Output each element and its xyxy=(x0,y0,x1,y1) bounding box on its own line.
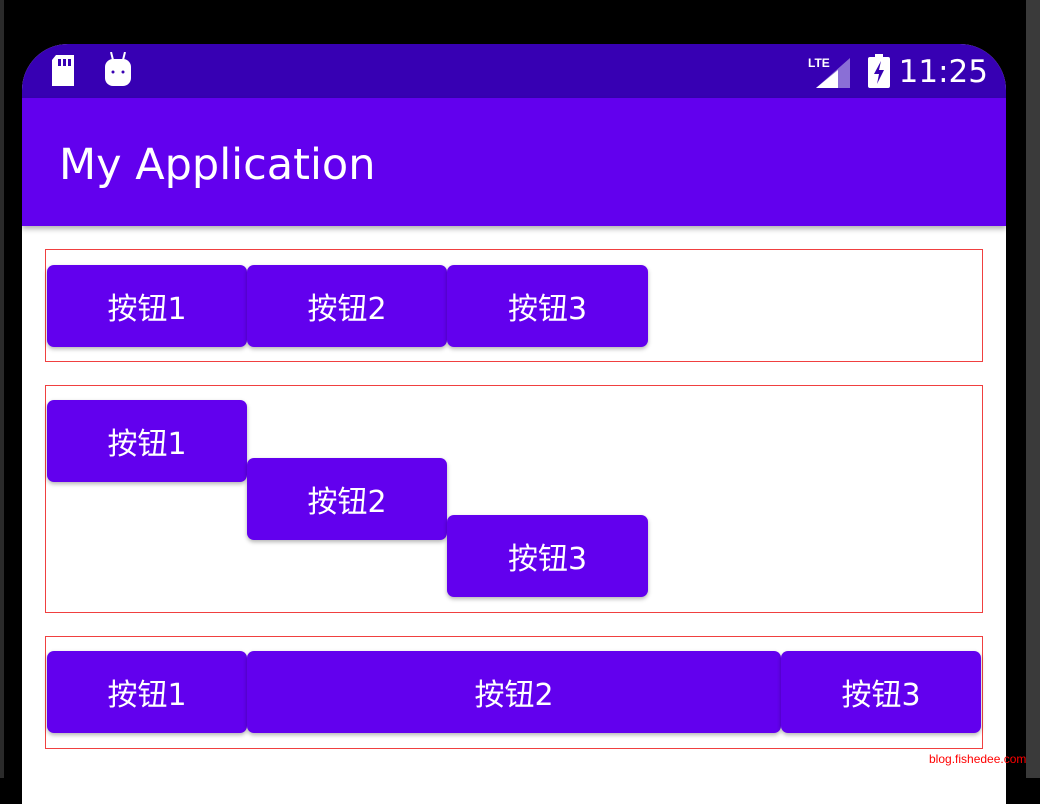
device-frame-left xyxy=(0,0,4,778)
android-debug-icon xyxy=(105,52,131,86)
row-container-1 xyxy=(45,249,983,362)
sd-card-icon xyxy=(52,55,74,86)
row2-button-2[interactable]: 按钮2 xyxy=(247,458,447,540)
row-container-3 xyxy=(45,636,983,749)
device-frame-right xyxy=(1026,0,1040,778)
row3-button-2[interactable]: 按钮2 xyxy=(247,651,781,733)
row2-button-3[interactable]: 按钮3 xyxy=(447,515,648,597)
row3-button-1[interactable]: 按钮1 xyxy=(47,651,247,733)
row1-button-3[interactable]: 按钮3 xyxy=(447,265,648,347)
row-container-2 xyxy=(45,385,983,613)
battery-charging-icon xyxy=(868,54,890,88)
app-title: My Application xyxy=(59,140,376,190)
app-bar: My Application xyxy=(22,98,1006,226)
row1-button-1[interactable]: 按钮1 xyxy=(47,265,247,347)
watermark: blog.fishedee.com xyxy=(929,752,1027,766)
lte-signal-icon xyxy=(816,58,850,88)
status-bar: LTE 11:25 xyxy=(22,44,1006,98)
row2-button-1[interactable]: 按钮1 xyxy=(47,400,247,482)
row3-button-3[interactable]: 按钮3 xyxy=(781,651,981,733)
lte-label: LTE xyxy=(808,56,830,70)
row1-button-2[interactable]: 按钮2 xyxy=(247,265,447,347)
status-time: 11:25 xyxy=(898,54,988,90)
